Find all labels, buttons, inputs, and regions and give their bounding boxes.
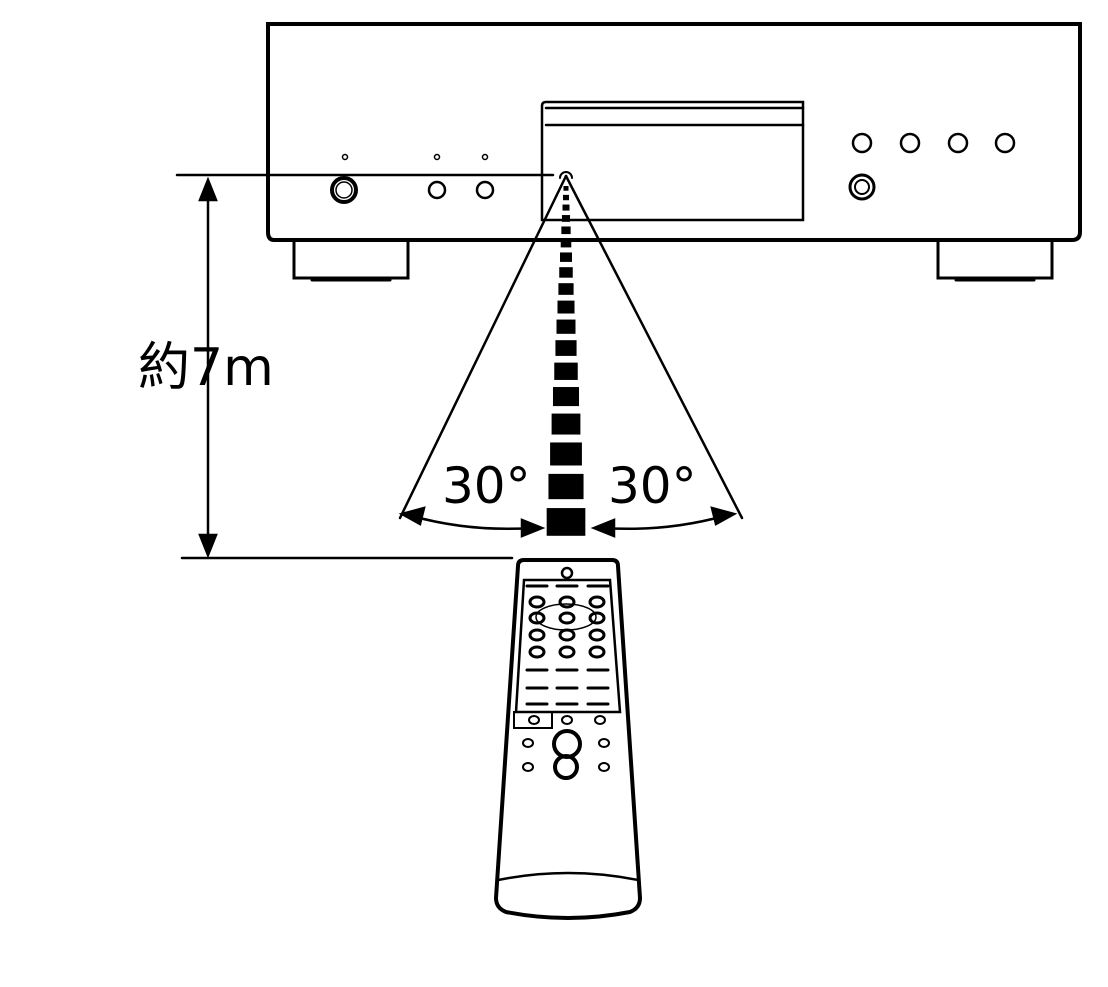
button-icon xyxy=(475,180,495,200)
beam-dash xyxy=(562,204,570,211)
beam-dash xyxy=(560,238,572,248)
button-icon xyxy=(899,132,921,154)
beam-dash xyxy=(561,226,571,235)
right-foot xyxy=(936,238,1054,280)
beam-dash xyxy=(548,473,584,500)
angle-arc-left xyxy=(398,506,546,538)
remote-button-icon xyxy=(528,628,546,642)
beam-dash xyxy=(551,413,581,435)
remote-small-button-icon xyxy=(522,738,534,748)
beam-dash xyxy=(561,215,571,222)
remote-button-icon xyxy=(558,628,576,642)
remote-button-icon xyxy=(558,645,576,659)
beam-dash xyxy=(552,387,580,407)
remote-button-icon xyxy=(528,645,546,659)
remote-small-button-icon xyxy=(528,715,540,725)
angle-right-label: 30° xyxy=(608,457,697,515)
distance-dimension xyxy=(175,173,555,560)
left-foot xyxy=(292,238,410,280)
ir-beam xyxy=(546,186,586,536)
beam-dash xyxy=(563,186,569,191)
remote-control xyxy=(493,558,643,920)
beam-dash xyxy=(546,508,586,536)
remote-sensor-icon xyxy=(559,171,573,179)
remote-button-icon xyxy=(588,628,606,642)
indicator-icon xyxy=(481,153,489,161)
button-icon xyxy=(851,132,873,154)
remote-small-button-icon xyxy=(594,715,606,725)
remote-button-icon xyxy=(588,611,606,625)
beam-dash xyxy=(558,283,574,295)
indicator-icon xyxy=(341,153,349,161)
remote-button-icon xyxy=(528,595,546,609)
remote-small-button-icon xyxy=(598,762,610,772)
remote-button-icon xyxy=(558,611,576,625)
button-icon xyxy=(427,180,447,200)
power-knob xyxy=(330,176,358,204)
distance-label: 約7m xyxy=(138,338,274,398)
disc-tray xyxy=(540,100,805,222)
beam-dash xyxy=(550,442,582,466)
beam-dash xyxy=(560,252,572,262)
large-button-icon xyxy=(848,173,876,201)
remote-small-button-icon xyxy=(598,738,610,748)
beam-dash xyxy=(563,194,569,201)
remote-button-icon xyxy=(558,595,576,609)
remote-small-button-icon xyxy=(561,715,573,725)
range-cone xyxy=(398,174,744,520)
remote-button-icon xyxy=(588,595,606,609)
player-unit xyxy=(266,22,1082,282)
remote-small-button-icon xyxy=(522,762,534,772)
angle-left-label: 30° xyxy=(442,457,531,515)
button-icon xyxy=(994,132,1016,154)
indicator-icon xyxy=(433,153,441,161)
remote-button-icon xyxy=(528,611,546,625)
beam-dash xyxy=(554,362,578,380)
remote-button-icon xyxy=(588,645,606,659)
beam-dash xyxy=(557,300,575,314)
beam-dash xyxy=(559,267,573,278)
angle-arc-right xyxy=(590,506,738,538)
button-icon xyxy=(947,132,969,154)
beam-dash xyxy=(556,319,576,334)
beam-dash xyxy=(555,340,577,356)
player-body xyxy=(266,22,1082,242)
